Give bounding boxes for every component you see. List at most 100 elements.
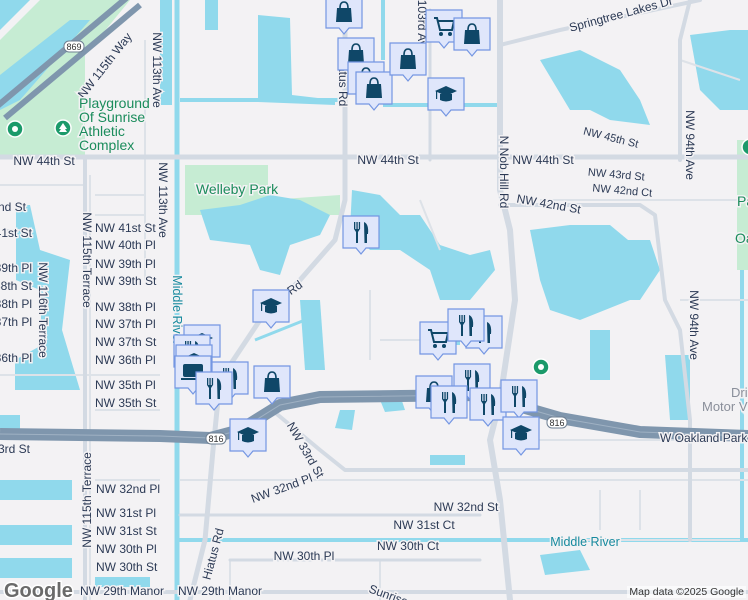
shopping-icon [336,1,352,22]
street-label: NW 115th Terrace [80,452,94,548]
poi-markers [173,0,540,458]
svg-text:869: 869 [66,42,81,52]
street-label: NW 30th Ct [377,539,440,553]
poi-marker-shopping[interactable] [389,42,427,82]
education-icon [435,86,457,102]
grocery-cart-icon [428,329,450,348]
poi-marker-shopping[interactable] [325,0,363,35]
poi-marker-education[interactable] [502,416,540,456]
poi-label: Pass [737,193,748,209]
street-label: NW 94th Ave [683,110,697,180]
restaurant-icon [207,378,222,399]
street-label: NW 30th Pl [274,549,335,563]
street-label: NW 37th St [95,335,157,349]
street-label: NW 35th St [95,396,157,410]
park-label: Athletic [79,123,125,139]
river-label: Middle River [550,535,619,549]
street-label: NW 44th St [357,153,419,167]
poi-marker-restaurant[interactable] [447,308,485,348]
restaurant-icon [459,315,474,336]
street-label: NW 41st St [0,226,33,240]
street-label: NW 44th St [512,153,574,167]
street-label: N Nob Hill Rd [497,136,511,209]
poi-marker-restaurant[interactable] [195,371,233,411]
education-icon [510,425,532,441]
street-label: NW 36th Pl [0,351,32,365]
google-logo: Google [4,580,73,600]
poi-marker-shopping[interactable] [253,365,291,405]
poi-label: Motor V [702,399,748,414]
park-label: Complex [79,137,134,153]
street-label: NW 37th Pl [0,315,32,329]
street-label: NW 113th Ave [156,162,170,238]
street-label: NW 29th Manor [80,584,164,598]
street-label: NW 29th Manor [178,584,262,598]
svg-text:816: 816 [208,434,223,444]
park-pin[interactable] [6,120,24,138]
street-label: NW 31st St [96,524,157,538]
street-label: NW 42nd St [0,200,27,214]
street-label: NW 116th Terrace [36,262,50,358]
park-pin[interactable] [741,138,748,156]
park-label: Welleby Park [196,181,279,197]
river-label: Middle River [170,275,184,344]
map-attribution[interactable]: Map data ©2025 Google [627,586,746,598]
street-label: NW 94th Ave [687,290,701,360]
street-label: W Oakland Park Blvd [660,431,748,445]
street-label: NW 36th Pl [95,353,156,367]
park-pin[interactable] [532,358,550,376]
street-label: NW 33rd St [0,442,31,456]
grocery-cart-icon [434,17,456,36]
street-label: NW 30th St [96,560,158,574]
tree-icon [59,123,67,132]
street-label: NW 32nd Pl [96,482,160,496]
park-tree-pin[interactable] [54,119,72,137]
route-shield-869: 869 [63,40,85,53]
street-label: NW 32nd St [434,500,499,514]
poi-marker-restaurant[interactable] [500,379,538,419]
street-label: NW 30th Pl [96,542,157,556]
street-label: NW 40th Pl [95,238,156,252]
poi-marker-restaurant[interactable] [430,385,468,425]
poi-marker-restaurant[interactable] [342,215,380,255]
restaurant-icon [442,392,457,413]
street-label: NW 35th Pl [95,378,156,392]
street-label: NW 31st Pl [96,506,156,520]
street-label: NW 115th Terrace [80,212,94,308]
shopping-icon [464,23,480,44]
street-label: NW 37th Pl [95,317,156,331]
route-shield-816: 816 [205,432,227,445]
poi-label: Dri [731,385,748,400]
restaurant-icon [512,386,527,407]
street-label: NW 39th Pl [0,261,32,275]
street-label: NW 113th Ave [150,32,164,108]
poi-marker-education[interactable] [427,77,465,117]
street-label: NW 38th Pl [0,297,32,311]
restaurant-icon [481,394,496,415]
shopping-icon [348,43,364,64]
education-icon [237,427,259,443]
shopping-icon [264,371,280,392]
restaurant-icon [465,370,480,391]
route-shield-816: 816 [546,416,568,429]
svg-text:816: 816 [549,418,564,428]
street-label: NW 41st St [95,221,156,235]
street-label: NW 38th St [0,279,33,293]
minor-roads [0,40,748,600]
poi-marker-education[interactable] [252,289,290,329]
shopping-icon [400,48,416,69]
street-label: NW 39th St [95,274,157,288]
poi-marker-education[interactable] [229,418,267,458]
education-icon [260,298,282,314]
poi-marker-shopping[interactable] [355,71,393,111]
park-label: Of Sunrise [79,109,145,125]
highways [0,0,748,445]
poi-marker-grocery-cart[interactable] [425,9,463,49]
street-label: NW 44th St [13,154,75,168]
restaurant-icon [354,222,369,243]
street-label: NW 38th Pl [95,300,156,314]
poi-marker-shopping[interactable] [453,17,491,57]
street-label: NW 31st Ct [393,518,455,532]
